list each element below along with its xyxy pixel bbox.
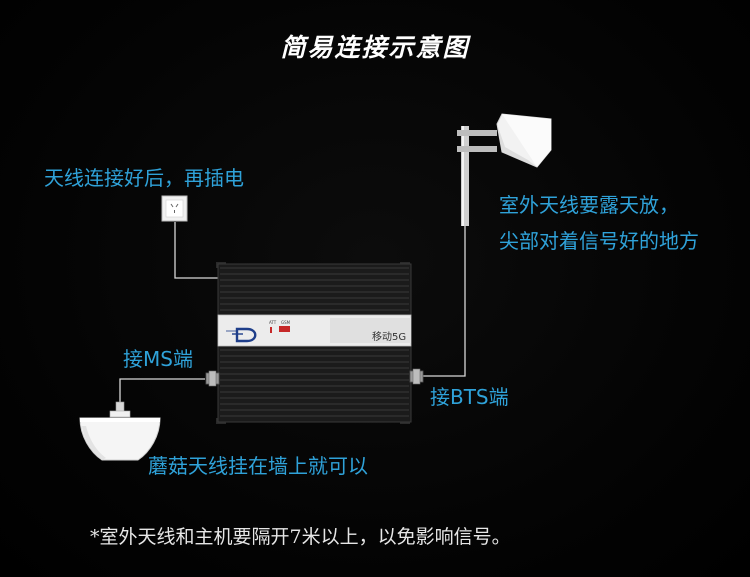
yagi-panel-antenna-icon: [457, 113, 552, 226]
wall-socket-icon: [161, 195, 188, 222]
gsm-led-icon: [279, 326, 290, 332]
indoor-antenna-note-label: 蘑菇天线挂在墙上就可以: [148, 454, 368, 478]
device-panel-label: 移动5G: [372, 330, 406, 343]
ms-connector-icon: [205, 370, 220, 387]
power-cable: [174, 222, 218, 279]
outdoor-antenna-note-line1: 室外天线要露天放，: [499, 193, 679, 217]
att-led-icon: [270, 327, 272, 333]
outdoor-antenna-note-line2: 尖部对着信号好的地方: [499, 229, 699, 253]
signal-repeater-icon: ATT GSM 移动5G: [205, 262, 424, 424]
ms-cable: [119, 378, 205, 404]
page-title: 简易连接示意图: [280, 33, 470, 62]
indicator-gsm-label: GSM: [281, 320, 291, 325]
footnote: *室外天线和主机要隔开7米以上，以免影响信号。: [90, 526, 511, 548]
plug-note-label: 天线连接好后，再插电: [44, 166, 244, 190]
bts-cable: [419, 220, 466, 377]
ms-port-label: 接MS端: [123, 347, 193, 371]
ceiling-mushroom-antenna-icon: [79, 401, 161, 461]
bts-connector-icon: [409, 368, 424, 385]
bts-port-label: 接BTS端: [430, 385, 509, 409]
indicator-att-label: ATT: [269, 320, 277, 325]
brand-logo: [226, 327, 257, 343]
